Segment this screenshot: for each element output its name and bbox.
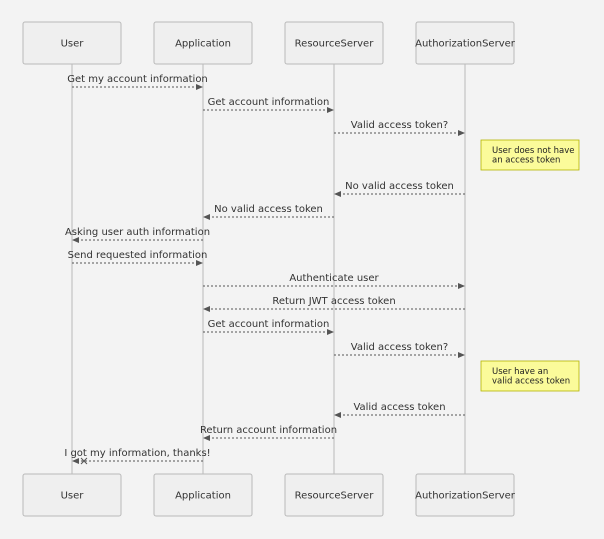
message-label: Return JWT access token	[272, 296, 395, 307]
participant-bottom-user: User	[22, 473, 122, 517]
lost-x-mark	[80, 457, 88, 465]
lost-arrowhead	[72, 458, 79, 464]
participant-box	[22, 21, 122, 65]
message-8: Authenticate user	[203, 273, 465, 289]
message-label: Valid access token?	[351, 120, 448, 131]
message-4: No valid access token	[334, 181, 465, 197]
message-2: Get account information	[203, 97, 334, 113]
message-9: Return JWT access token	[203, 296, 465, 312]
message-label: Valid access token?	[351, 342, 448, 353]
message-label: No valid access token	[345, 181, 454, 192]
participant-box	[284, 473, 384, 517]
participant-box	[153, 21, 253, 65]
message-10: Get account information	[203, 319, 334, 335]
message-1: Get my account information	[67, 74, 208, 90]
message-3: Valid access token?	[334, 120, 465, 136]
participant-bottom-resource: ResourceServer	[284, 473, 384, 517]
message-label: I got my information, thanks!	[64, 448, 210, 459]
participant-label: AuthorizationServer	[415, 39, 516, 50]
message-label: Get my account information	[67, 74, 208, 85]
note-box	[480, 360, 580, 392]
note-text: User have an	[492, 367, 548, 377]
participant-label: User	[61, 491, 85, 502]
message-label: Authenticate user	[289, 273, 379, 284]
message-11: Valid access token?	[334, 342, 465, 358]
message-14: I got my information, thanks!	[64, 448, 211, 465]
note-text: User does not have	[492, 146, 575, 156]
message-12: Valid access token	[334, 402, 465, 418]
participant-label: AuthorizationServer	[415, 491, 516, 502]
participant-label: Application	[175, 39, 231, 50]
participant-top-user: User	[22, 21, 122, 65]
message-label: Asking user auth information	[65, 227, 210, 238]
participant-box	[284, 21, 384, 65]
note-text: valid access token	[492, 377, 570, 387]
message-label: Return account information	[200, 425, 337, 436]
message-5: No valid access token	[203, 204, 334, 220]
participant-bottom-app: Application	[153, 473, 253, 517]
message-6: Asking user auth information	[65, 227, 210, 243]
participant-top-auth: AuthorizationServer	[415, 21, 516, 65]
participant-label: Application	[175, 491, 231, 502]
participant-box	[22, 473, 122, 517]
participant-bottom-auth: AuthorizationServer	[415, 473, 516, 517]
participant-top-resource: ResourceServer	[284, 21, 384, 65]
participant-box	[415, 21, 515, 65]
message-label: Send requested information	[68, 250, 208, 261]
note-text: an access token	[492, 156, 560, 166]
note-box	[480, 139, 580, 171]
participant-box	[153, 473, 253, 517]
participant-top-app: Application	[153, 21, 253, 65]
message-label: Get account information	[208, 97, 330, 108]
participant-box	[415, 473, 515, 517]
message-label: Get account information	[208, 319, 330, 330]
participant-label: ResourceServer	[295, 491, 375, 502]
message-label: Valid access token	[353, 402, 445, 413]
participant-label: ResourceServer	[295, 39, 375, 50]
message-13: Return account information	[200, 425, 337, 441]
message-7: Send requested information	[68, 250, 208, 266]
message-label: No valid access token	[214, 204, 323, 215]
participant-label: User	[61, 39, 85, 50]
